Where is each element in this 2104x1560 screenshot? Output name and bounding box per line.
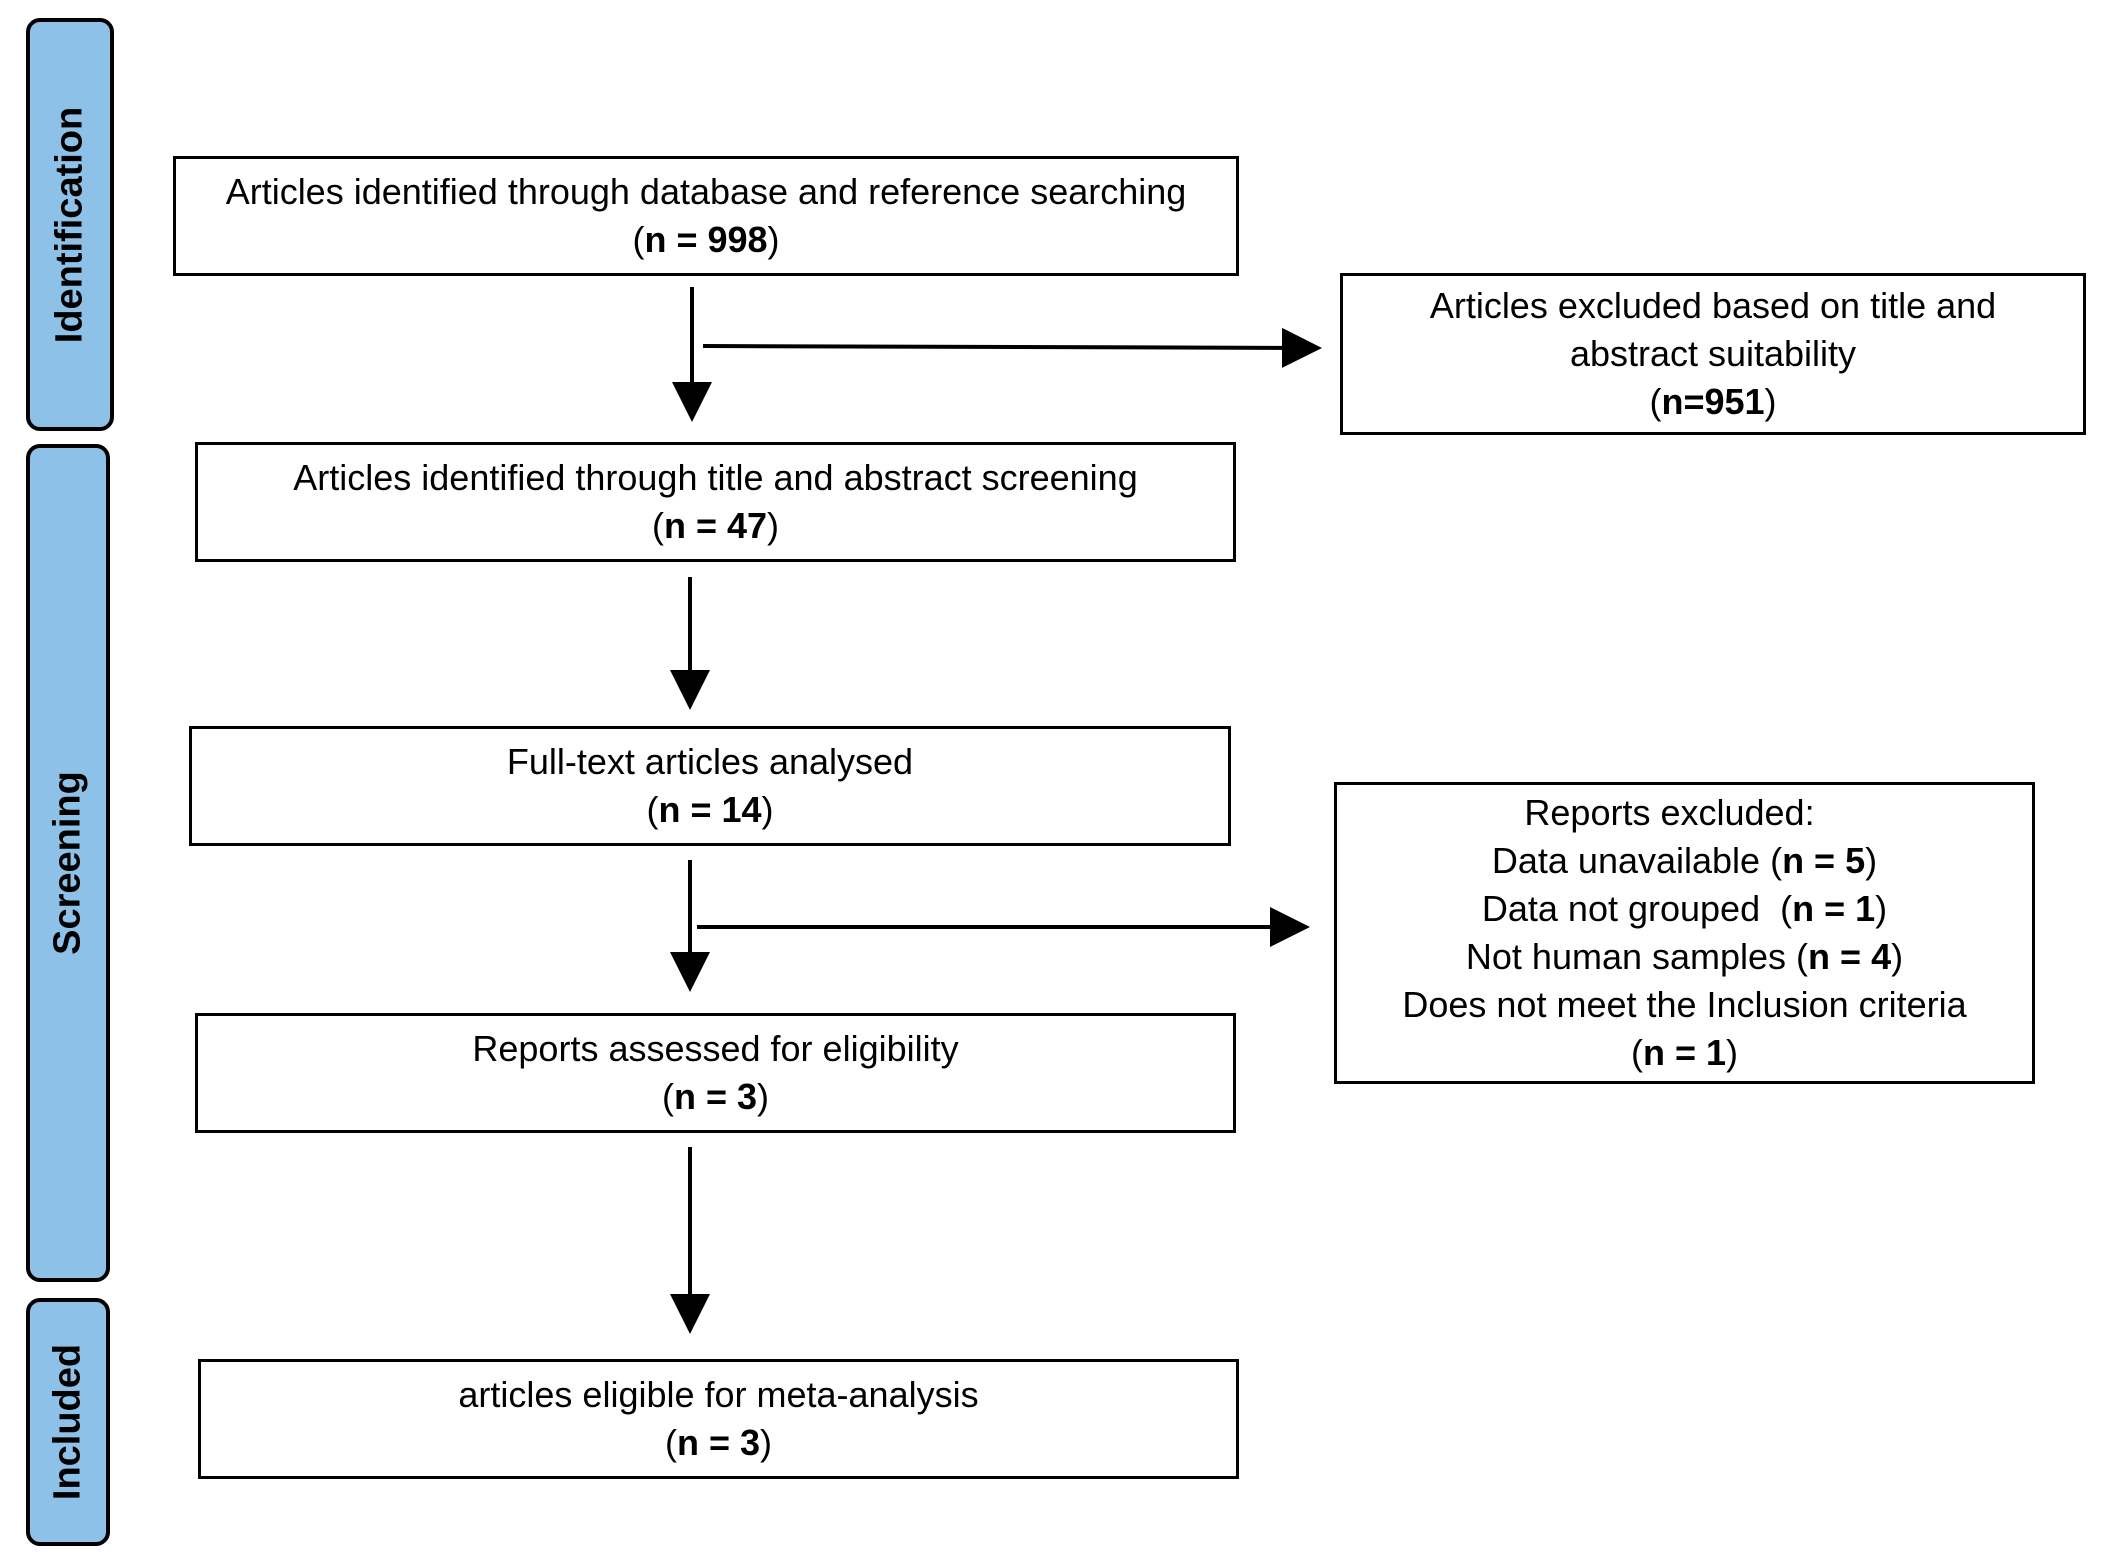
box-studies-included: articles eligible for meta-analysis (n =… <box>198 1359 1239 1479</box>
box-eligibility-text: Reports assessed for eligibility <box>472 1028 959 1069</box>
reports-excluded-heading: Reports excluded: <box>1524 792 1815 833</box>
phase-included: Included <box>26 1298 110 1546</box>
box-fulltext-text: Full-text articles analysed <box>506 741 914 782</box>
reason-data-unavailable: Data unavailable (n = 5) <box>1491 840 1878 881</box>
box-records-screened-text: Articles identified through title and ab… <box>293 457 1138 498</box>
box-records-screened: Articles identified through title and ab… <box>195 442 1236 562</box>
count-screened: n = 47 <box>663 505 768 546</box>
phase-screening: Screening <box>26 444 110 1282</box>
box-excluded-title-line1: Articles excluded based on title and <box>1429 285 1997 326</box>
count-eligibility: n = 3 <box>673 1076 758 1117</box>
arrow-to-excluded-title <box>702 327 1322 368</box>
count-fulltext: n = 14 <box>658 789 762 830</box>
reason-data-not-grouped: Data not grouped (n = 1) <box>1481 888 1888 929</box>
box-excluded-title-line2: abstract suitability <box>1569 333 1857 374</box>
box-reports-eligibility: Reports assessed for eligibility (n = 3) <box>195 1013 1236 1133</box>
box-fulltext-analysed: Full-text articles analysed (n = 14) <box>189 726 1231 846</box>
box-records-identified-text: Articles identified through database and… <box>225 171 1187 212</box>
phase-identification: Identification <box>26 18 114 431</box>
box-included-text: articles eligible for meta-analysis <box>458 1374 979 1415</box>
count-included: n = 3 <box>676 1422 761 1463</box>
reason-not-human-samples: Not human samples (n = 4) <box>1465 936 1904 977</box>
box-reports-excluded: Reports excluded: Data unavailable (n = … <box>1334 782 2035 1084</box>
box-records-identified: Articles identified through database and… <box>173 156 1239 276</box>
box-excluded-title-abstract: Articles excluded based on title and abs… <box>1340 273 2086 435</box>
count-inclusion-criteria: n = 1 <box>1642 1032 1727 1073</box>
reason-inclusion-criteria: Does not meet the Inclusion criteria <box>1402 984 1967 1025</box>
count-excluded-title: n=951 <box>1661 381 1765 422</box>
count-identified: n = 998 <box>644 219 768 260</box>
